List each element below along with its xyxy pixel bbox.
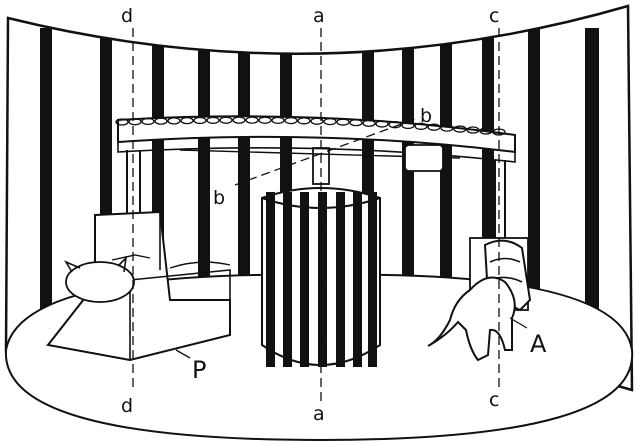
post-stripe [266,192,275,367]
wall-stripe [528,28,540,328]
post-stripe [336,192,345,367]
beam-bump [414,122,428,130]
beam-bump [336,118,350,126]
post-stripe [353,192,362,367]
beam-bump [232,116,246,124]
beam-bump [440,124,454,132]
beam-bump [310,117,324,125]
beam-bump [206,116,220,124]
label-c-bottom: c [489,389,499,411]
label-d-bottom: d [121,395,133,417]
overhead-beam [115,115,516,245]
label-a-top: a [313,5,325,27]
beam-bump [427,123,441,131]
label-b-upper: b [420,105,432,127]
beam-bump [466,126,480,134]
wall-stripe [40,28,52,328]
label-c-top: c [489,5,499,27]
dashed-axes [132,28,500,402]
wall-stripe [402,28,414,328]
beam-bump [167,117,181,125]
axis-b-line [234,117,419,186]
beam-bump [349,118,363,127]
beam-bump [219,116,233,124]
beam-bump [284,116,298,125]
beam-bump [258,116,272,124]
post-stripe [368,192,377,367]
leader-lines [175,317,528,359]
beam-bump [375,120,389,128]
wall-stripe [585,28,599,328]
label-A: A [530,330,547,358]
beam-bump [180,116,194,125]
beam-bump [193,116,207,125]
wall-stripe [238,28,250,328]
beam-bump [128,118,142,126]
beam-bump [141,117,155,126]
beam-bump [154,117,168,125]
label-P: P [192,356,206,384]
label-b-lower: b [213,187,225,209]
beam-bump [453,125,467,133]
label-d-top: d [121,5,133,27]
beam-bump [323,117,337,126]
passive-kitten-gondola [46,210,231,362]
beam-bump [271,116,285,125]
beam-bump [401,121,415,130]
post-stripe [318,192,327,367]
beam-bump [297,117,311,125]
post-stripe [300,192,309,367]
beam-bump [479,127,493,135]
label-a-bottom: a [313,403,325,425]
beam-bump [362,119,376,127]
beam-bump [115,118,129,126]
post-stripe [283,192,292,367]
central-striped-post [261,147,381,367]
wall-stripe [198,28,210,328]
wall-stripe [440,28,452,328]
beam-bump [245,116,259,124]
